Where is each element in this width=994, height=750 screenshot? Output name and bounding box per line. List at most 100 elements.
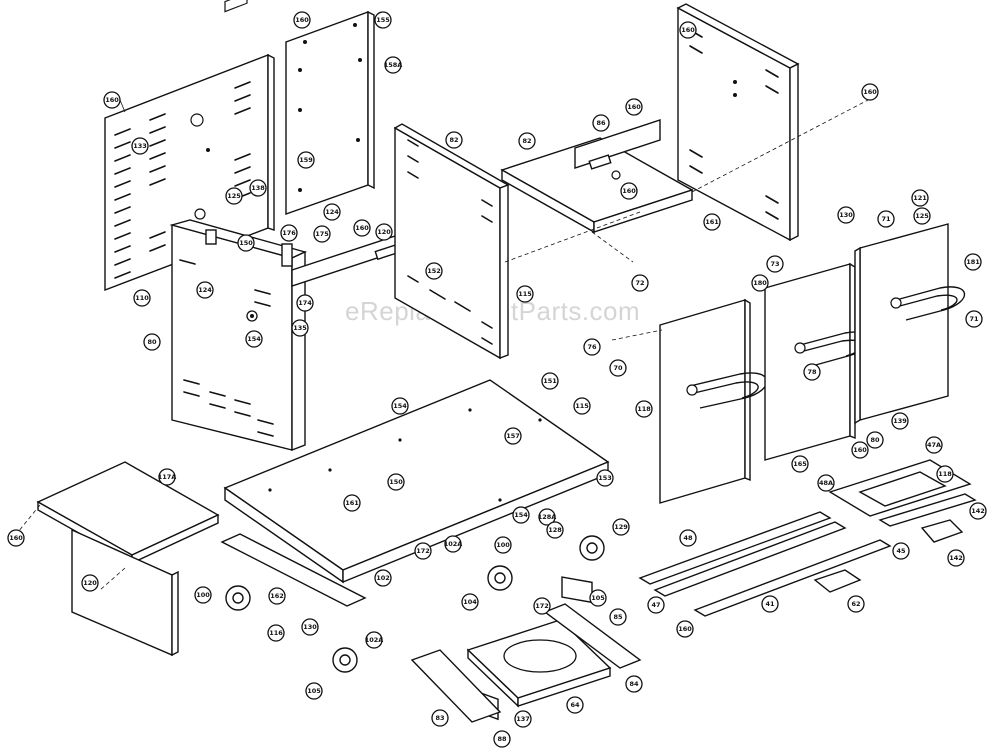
svg-text:130: 130 [303, 623, 317, 631]
svg-text:160: 160 [627, 103, 641, 111]
svg-text:64: 64 [570, 701, 580, 709]
callout-c48: 115 [573, 397, 591, 415]
door-center [764, 262, 872, 461]
callout-c15: 175 [313, 225, 331, 243]
svg-text:102: 102 [376, 574, 390, 582]
svg-text:162: 162 [270, 592, 284, 600]
svg-text:137: 137 [516, 715, 530, 723]
callout-c76: 100 [194, 586, 212, 604]
callout-c53: 150 [387, 473, 405, 491]
callout-c01: 160 [103, 91, 126, 113]
callout-c05: 124 [196, 281, 214, 299]
callout-c35: 125 [913, 207, 931, 225]
callout-c50: 160 [851, 441, 869, 459]
callout-c44: 139 [891, 412, 909, 430]
svg-text:45: 45 [896, 547, 906, 555]
svg-text:82: 82 [449, 136, 458, 144]
callout-c52: 161 [343, 494, 361, 512]
svg-text:130: 130 [839, 211, 853, 219]
left-cabinet-box [169, 219, 308, 452]
svg-text:160: 160 [105, 96, 119, 104]
callout-c39: 71 [965, 310, 983, 328]
svg-text:159: 159 [299, 156, 313, 164]
callout-c36: 73 [766, 255, 784, 273]
callout-c34: 130 [837, 206, 855, 224]
svg-text:174: 174 [298, 299, 312, 307]
svg-text:71: 71 [881, 215, 891, 223]
svg-text:160: 160 [295, 16, 309, 24]
callout-c67: 142 [969, 502, 987, 520]
callout-c56: 154 [512, 506, 530, 524]
svg-text:142: 142 [971, 507, 985, 515]
callout-c04: 110 [133, 289, 151, 307]
callout-c65: 118 [936, 465, 954, 483]
callout-c21: 120 [375, 223, 393, 241]
top-shelf [500, 119, 694, 234]
svg-text:82: 82 [522, 137, 531, 145]
svg-text:62: 62 [851, 600, 860, 608]
callout-c74: 160 [676, 620, 694, 638]
svg-text:118: 118 [938, 470, 952, 478]
callout-c26: 160 [620, 182, 638, 200]
callout-c78: 102 [374, 569, 392, 587]
svg-text:72: 72 [635, 279, 644, 287]
svg-text:115: 115 [518, 290, 532, 298]
svg-text:160: 160 [622, 187, 636, 195]
svg-text:128: 128 [548, 526, 562, 534]
svg-text:80: 80 [870, 436, 880, 444]
callout-c77: 162 [268, 587, 286, 605]
callout-c16: 174 [296, 294, 314, 312]
callout-c33: 71 [877, 210, 895, 228]
back-right-panel [676, 3, 800, 242]
svg-text:157: 157 [506, 432, 520, 440]
callout-c09: 159 [297, 151, 315, 169]
assembly-lines [17, 99, 869, 591]
svg-text:150: 150 [389, 478, 403, 486]
callout-c18: 160 [353, 219, 371, 237]
svg-text:120: 120 [377, 228, 391, 236]
svg-text:47A: 47A [927, 441, 941, 449]
svg-text:161: 161 [705, 218, 719, 226]
callout-c19: 82 [445, 131, 463, 149]
svg-text:160: 160 [681, 26, 695, 34]
svg-text:160: 160 [853, 446, 867, 454]
callout-c13: 150 [237, 234, 255, 252]
callout-c49: 157 [504, 427, 522, 445]
door-left [659, 298, 768, 504]
svg-text:116: 116 [269, 629, 283, 637]
callout-c42: 78 [803, 363, 821, 381]
svg-text:125: 125 [227, 192, 241, 200]
svg-text:121: 121 [913, 194, 927, 202]
svg-text:120: 120 [83, 579, 97, 587]
callout-c86: 84 [625, 675, 643, 693]
back-center-panel [285, 10, 375, 215]
callout-c43: 118 [635, 400, 653, 418]
svg-text:161: 161 [345, 499, 359, 507]
svg-text:139: 139 [893, 417, 907, 425]
callout-c64: 48A [817, 474, 835, 492]
svg-text:100: 100 [496, 541, 510, 549]
callout-c89: 137 [514, 710, 532, 728]
callout-c51: 165 [791, 455, 809, 473]
svg-text:172: 172 [416, 547, 430, 555]
callout-c23: 82 [518, 132, 536, 150]
callout-c37: 180 [751, 274, 769, 292]
svg-text:105: 105 [591, 594, 605, 602]
door-right [854, 223, 966, 425]
svg-text:165: 165 [793, 460, 807, 468]
svg-text:104: 104 [463, 598, 477, 606]
callout-c79: 116 [267, 624, 285, 642]
callout-c81: 104 [461, 593, 479, 611]
callout-c85: 85 [609, 608, 627, 626]
callout-c40: 76 [583, 338, 601, 356]
svg-text:83: 83 [435, 714, 444, 722]
callout-c45: 80 [866, 431, 884, 449]
callout-c11: 138 [249, 179, 267, 197]
callout-c30: 115 [516, 285, 534, 303]
svg-text:181: 181 [966, 258, 980, 266]
svg-text:153: 153 [598, 474, 612, 482]
callout-c32: 121 [911, 189, 929, 207]
callout-c24: 86 [592, 114, 610, 132]
callout-c62: 160 [7, 529, 25, 547]
drawer-tray [410, 603, 642, 723]
